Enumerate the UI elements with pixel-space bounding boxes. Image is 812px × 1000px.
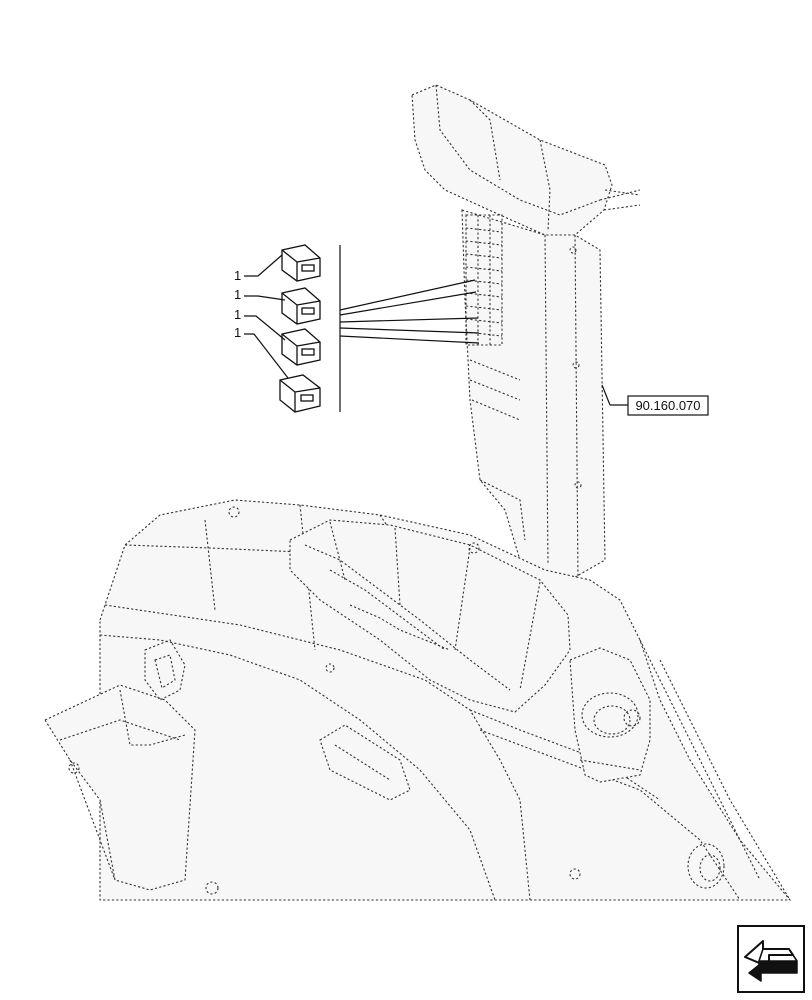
- cab-console: [99, 499, 792, 901]
- fuse-part: [281, 244, 321, 282]
- storage-pocket: [44, 684, 196, 891]
- reference-label: 90.160.070: [635, 398, 700, 413]
- lower-bracket: [319, 724, 411, 801]
- fuse-part: [281, 287, 321, 325]
- fuse-part: [279, 374, 321, 413]
- callout-label-2: 1: [234, 287, 241, 302]
- leader-lines: [339, 245, 480, 412]
- fuse-part: [281, 328, 321, 366]
- next-page-arrow-icon: [744, 940, 798, 982]
- next-page-button[interactable]: [737, 925, 805, 993]
- callout-label-3: 1: [234, 307, 241, 322]
- cup-holder: [569, 647, 651, 783]
- reference-link[interactable]: 90.160.070: [601, 384, 709, 416]
- fuse-panel: [465, 214, 503, 346]
- cab-pillar: [411, 84, 641, 581]
- round-socket: [205, 843, 725, 895]
- callout-label-1: 1: [234, 268, 241, 283]
- callout-leaders: [244, 254, 289, 379]
- callout-label-4: 1: [234, 325, 241, 340]
- armrest: [228, 506, 571, 713]
- grip-handle: [144, 639, 335, 701]
